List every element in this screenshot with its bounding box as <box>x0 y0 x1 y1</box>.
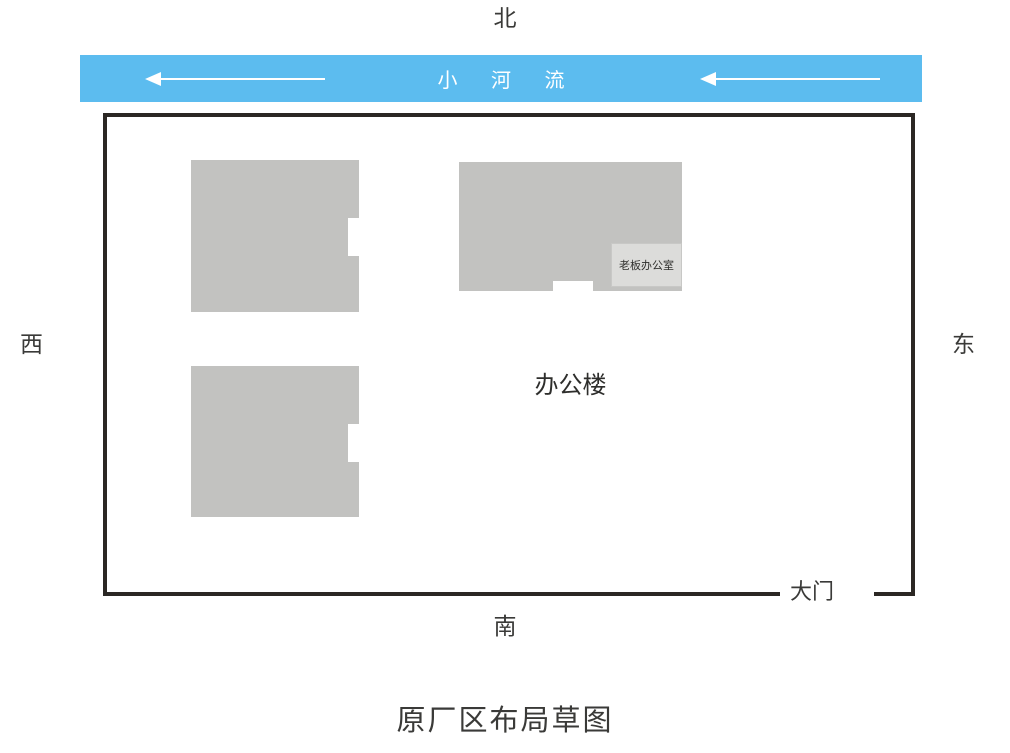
compass-label-south: 南 <box>493 613 517 639</box>
site-wall-south-stub <box>874 592 915 596</box>
building-factory-north: 厂房 <box>191 160 359 426</box>
compass-label-north: 北 <box>493 5 517 31</box>
river-band: 小 河 流 <box>80 55 922 102</box>
arrow-head-icon <box>145 71 161 86</box>
river-label: 小 河 流 <box>437 70 579 92</box>
site-wall-north <box>103 113 915 117</box>
arrow-shaft <box>159 77 325 80</box>
building-label: 办公楼 <box>534 372 607 399</box>
office-door <box>553 281 593 292</box>
room-boss-office: 老板办公室 <box>611 243 682 287</box>
gate-label: 大门 <box>790 579 835 604</box>
river-flow-arrow-icon <box>700 68 880 90</box>
diagram-title: 原厂区布局草图 <box>396 705 614 737</box>
building-factory-south: 厂房 <box>191 366 359 517</box>
arrow-shaft <box>714 77 880 80</box>
room-label: 老板办公室 <box>619 260 674 272</box>
site-wall-east <box>911 113 915 596</box>
river-flow-arrow-icon <box>145 68 325 90</box>
site-wall-south <box>103 592 780 596</box>
site-wall-west <box>103 113 107 596</box>
factory-south-door <box>348 424 359 462</box>
compass-label-east: 东 <box>952 331 975 357</box>
factory-north-door <box>348 218 359 256</box>
arrow-head-icon <box>700 71 716 86</box>
compass-label-west: 西 <box>20 331 43 357</box>
